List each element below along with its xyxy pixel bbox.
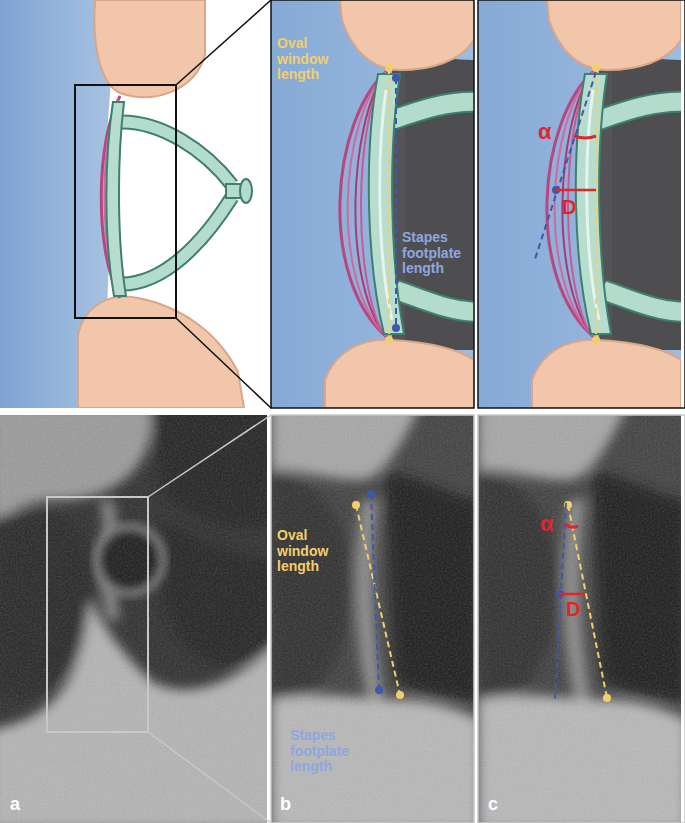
angle-symbol: α (540, 512, 554, 537)
distance-symbol: D (562, 196, 576, 218)
panel-letter: a (10, 794, 20, 814)
ct-zoom (478, 415, 681, 823)
ct-zoom (271, 415, 474, 823)
zoom-illustration (271, 0, 474, 408)
panel-letter: b (280, 794, 291, 814)
measure-lines (385, 64, 400, 344)
panel-letter: c (488, 794, 498, 814)
measure-label: Stapes footplate length (402, 230, 472, 277)
zoom-illustration (478, 0, 681, 408)
distance-symbol: D (566, 598, 580, 620)
measure-label: Oval window length (277, 36, 347, 83)
angle-symbol: α (538, 120, 552, 145)
ct-measure-lines (352, 490, 611, 702)
ct-image (0, 415, 267, 823)
stapes-illustration (0, 0, 268, 408)
measure-label: Oval window length (277, 528, 347, 575)
measure-label: Stapes footplate length (290, 728, 362, 775)
angle-lines (534, 64, 600, 344)
